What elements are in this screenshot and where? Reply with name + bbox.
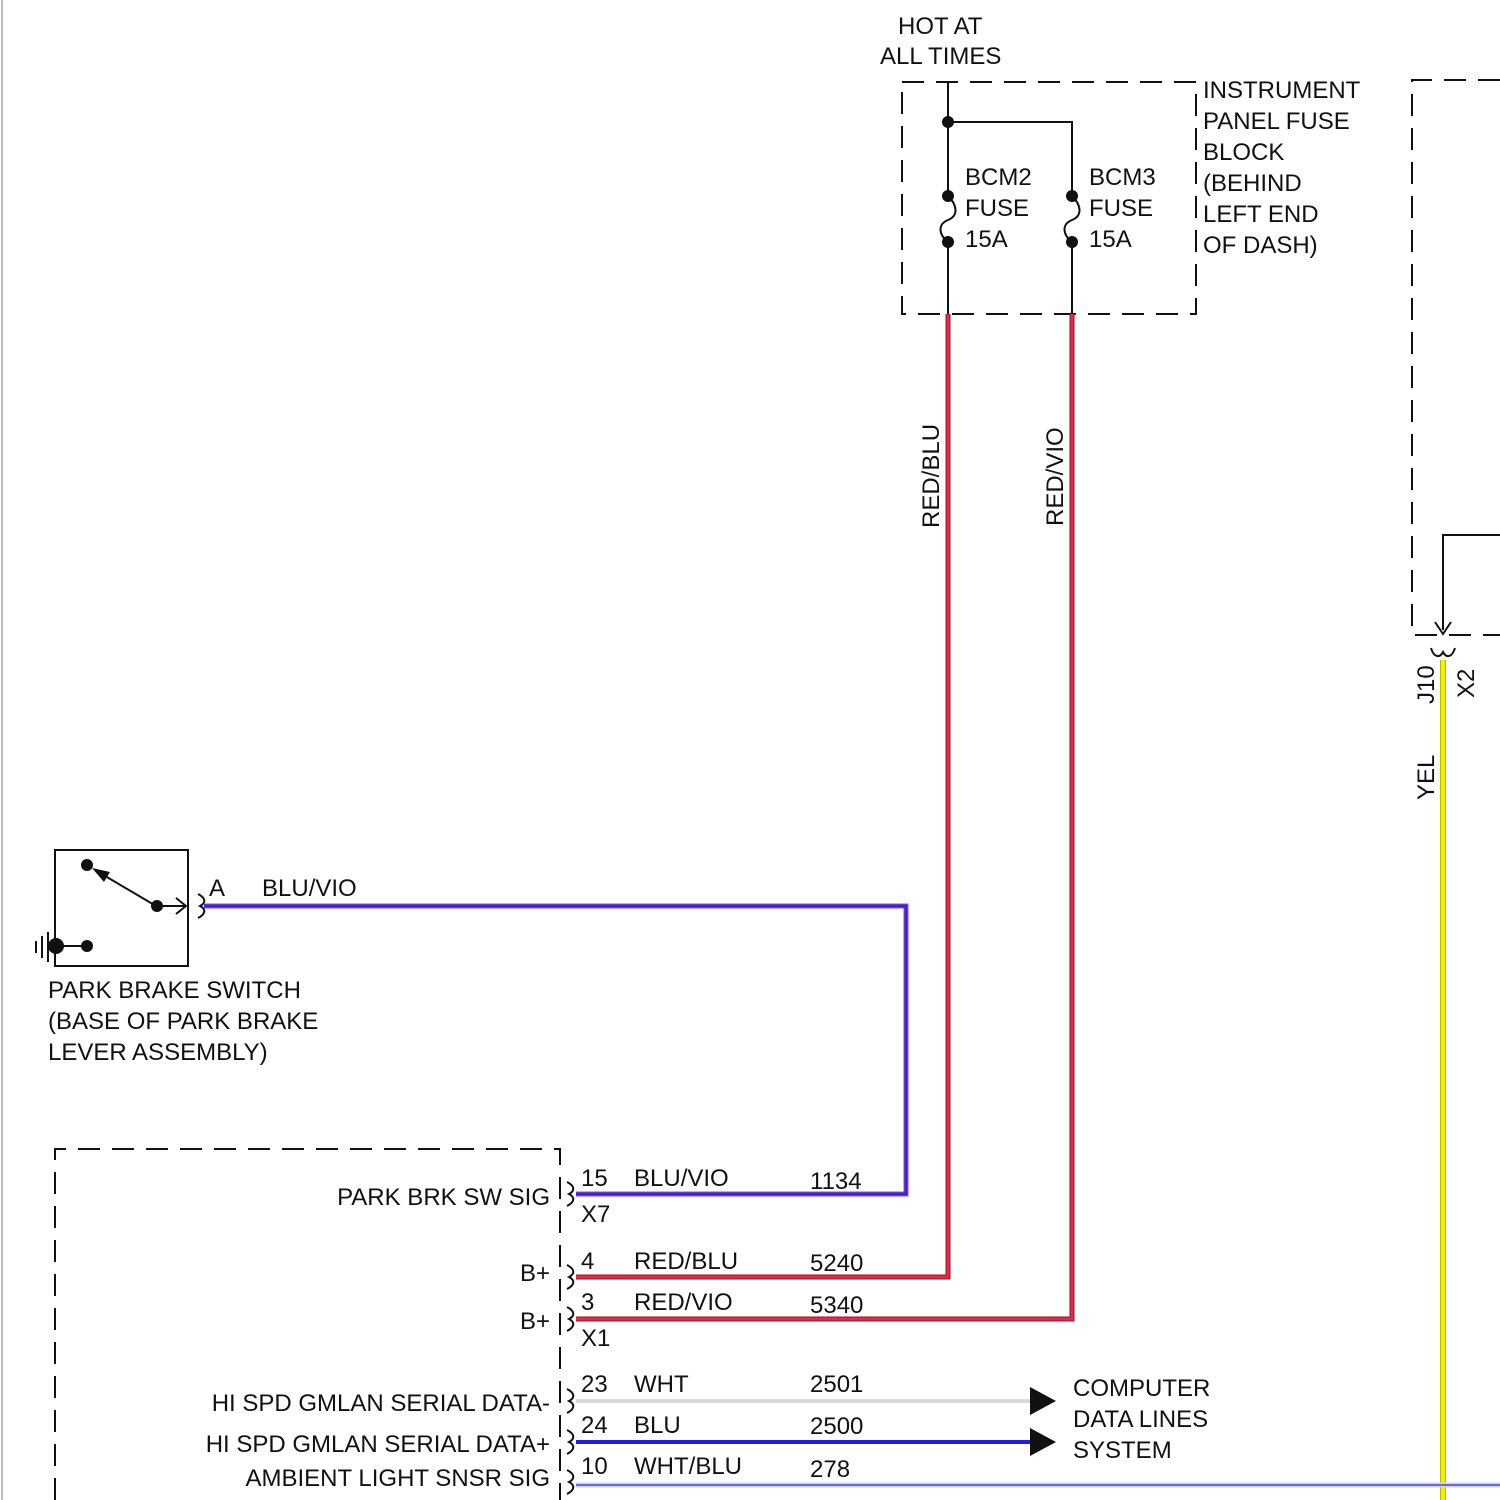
switch-body: [55, 850, 188, 966]
wire-color: BLU: [634, 1412, 681, 1439]
bcm-circuit-row: AMBIENT LIGHT SNSR SIG 10 WHT/BLU 278: [245, 1453, 1500, 1494]
ground-icon: [36, 932, 48, 962]
connector-a-icon: [198, 894, 204, 918]
park-brake-switch: A BLU/VIO PARK BRAKE SWITCH (BASE OF PAR…: [36, 850, 357, 1066]
park-brake-switch-pin: A: [209, 875, 225, 902]
bcm2-fuse-name: BCM2: [965, 164, 1032, 191]
fuse-block-name-1: INSTRUMENT: [1203, 77, 1361, 104]
pin-number: 15: [581, 1165, 608, 1192]
right-module-outline: [1412, 80, 1500, 635]
bcm3-fuse: BCM3 FUSE 15A: [1065, 164, 1156, 314]
circuit-number: 5340: [810, 1292, 863, 1319]
connector-icon: [567, 1430, 573, 1454]
connector-icon: [567, 1307, 573, 1331]
data-lines-arrow-icon: [1030, 1428, 1056, 1456]
switch-arrow-icon: [92, 868, 110, 882]
park-brake-switch-name-2: (BASE OF PARK BRAKE: [48, 1008, 318, 1035]
switch-contact-dot: [81, 859, 93, 871]
signal-name: HI SPD GMLAN SERIAL DATA-: [212, 1390, 550, 1417]
park-brake-switch-wire-color: BLU/VIO: [262, 875, 357, 902]
instrument-panel-fuse-block: HOT AT ALL TIMES INSTRUMENT PANEL FUSE B…: [880, 13, 1361, 314]
hot-at-all-times-label-1: HOT AT: [898, 13, 983, 40]
bcm2-fuse: BCM2 FUSE 15A: [941, 164, 1032, 314]
bus-junction-dot: [942, 116, 954, 128]
right-module: J10 X2 YEL: [1412, 80, 1500, 1500]
circuit-number: 1134: [810, 1168, 862, 1195]
pin-number: 23: [581, 1371, 608, 1398]
bcm3-fuse-rating: 15A: [1089, 226, 1132, 253]
wire-color: RED/VIO: [634, 1289, 733, 1316]
circuit-number: 2501: [810, 1371, 863, 1398]
yel-wire-label: YEL: [1413, 755, 1440, 800]
right-module-internal-line: [1443, 535, 1500, 630]
signal-name: PARK BRK SW SIG: [337, 1184, 550, 1211]
bcm2-fuse-label: FUSE: [965, 195, 1029, 222]
wire-core: [576, 314, 948, 1277]
fuse-block-name-5: LEFT END: [1203, 201, 1319, 228]
wire-color: WHT: [634, 1371, 689, 1398]
park-brake-wire: [204, 906, 906, 1194]
circuit-number: 278: [810, 1456, 850, 1483]
data-lines-label-3: SYSTEM: [1073, 1437, 1172, 1464]
wire-core: [204, 906, 906, 1194]
switch-contact-dot: [81, 940, 93, 952]
data-lines-label-1: COMPUTER: [1073, 1375, 1210, 1402]
fuse-symbol-icon: [941, 196, 956, 242]
data-lines-label-2: DATA LINES: [1073, 1406, 1208, 1433]
j10-connector-icon: [1431, 648, 1455, 656]
bcm3-fuse-name: BCM3: [1089, 164, 1156, 191]
wire-outline: [204, 906, 906, 1194]
park-brake-switch-name-3: LEVER ASSEMBLY): [48, 1039, 268, 1066]
wire-outline: [576, 314, 948, 1277]
circuit-number: 2500: [810, 1413, 863, 1440]
pin-number: 3: [581, 1289, 594, 1316]
signal-name: B+: [520, 1260, 550, 1287]
signal-name: AMBIENT LIGHT SNSR SIG: [245, 1465, 550, 1492]
red-blu-riser-wire: RED/BLU: [576, 314, 948, 1277]
bcm-circuit-row: HI SPD GMLAN SERIAL DATA+ 24 BLU 2500: [206, 1412, 1056, 1458]
pin-number: 4: [581, 1248, 594, 1275]
pin-number: 10: [581, 1453, 608, 1480]
wire-color: BLU/VIO: [634, 1165, 729, 1192]
signal-name: B+: [520, 1308, 550, 1335]
computer-data-lines-ref: COMPUTER DATA LINES SYSTEM: [1073, 1375, 1210, 1464]
connector-icon: [567, 1470, 573, 1494]
fuse-block-name-2: PANEL FUSE: [1203, 108, 1350, 135]
bcm-circuit-row: HI SPD GMLAN SERIAL DATA- 23 WHT 2501: [212, 1371, 1056, 1417]
fuse-block-name-3: BLOCK: [1203, 139, 1284, 166]
hot-at-all-times-label-2: ALL TIMES: [880, 43, 1001, 70]
bcm-circuit-row: B+ 4 RED/BLU 5240: [520, 1248, 863, 1289]
connector-id: X7: [581, 1201, 610, 1228]
circuit-number: 5240: [810, 1250, 863, 1277]
red-blu-riser-label: RED/BLU: [918, 424, 945, 528]
body-control-module: PARK BRK SW SIG 15 BLU/VIO 1134 X7 B+ 4 …: [55, 1149, 1500, 1500]
x2-connector-label: X2: [1453, 669, 1480, 698]
fuse-block-name-6: OF DASH): [1203, 232, 1318, 259]
fuse-symbol-icon: [1065, 196, 1080, 242]
signal-name: HI SPD GMLAN SERIAL DATA+: [206, 1431, 550, 1458]
wire-color: RED/BLU: [634, 1248, 738, 1275]
j10-pin-label: J10: [1413, 665, 1440, 704]
park-brake-switch-name-1: PARK BRAKE SWITCH: [48, 977, 301, 1004]
wire-color: WHT/BLU: [634, 1453, 742, 1480]
connector-icon: [567, 1265, 573, 1289]
pin-number: 24: [581, 1412, 608, 1439]
red-vio-riser-label: RED/VIO: [1042, 427, 1069, 526]
fuse-block-name-4: (BEHIND: [1203, 170, 1302, 197]
connector-icon: [567, 1182, 573, 1206]
bcm3-fuse-label: FUSE: [1089, 195, 1153, 222]
connector-icon: [567, 1389, 573, 1413]
bcm2-fuse-rating: 15A: [965, 226, 1008, 253]
connector-id: X1: [581, 1325, 610, 1352]
data-lines-arrow-icon: [1030, 1387, 1056, 1415]
